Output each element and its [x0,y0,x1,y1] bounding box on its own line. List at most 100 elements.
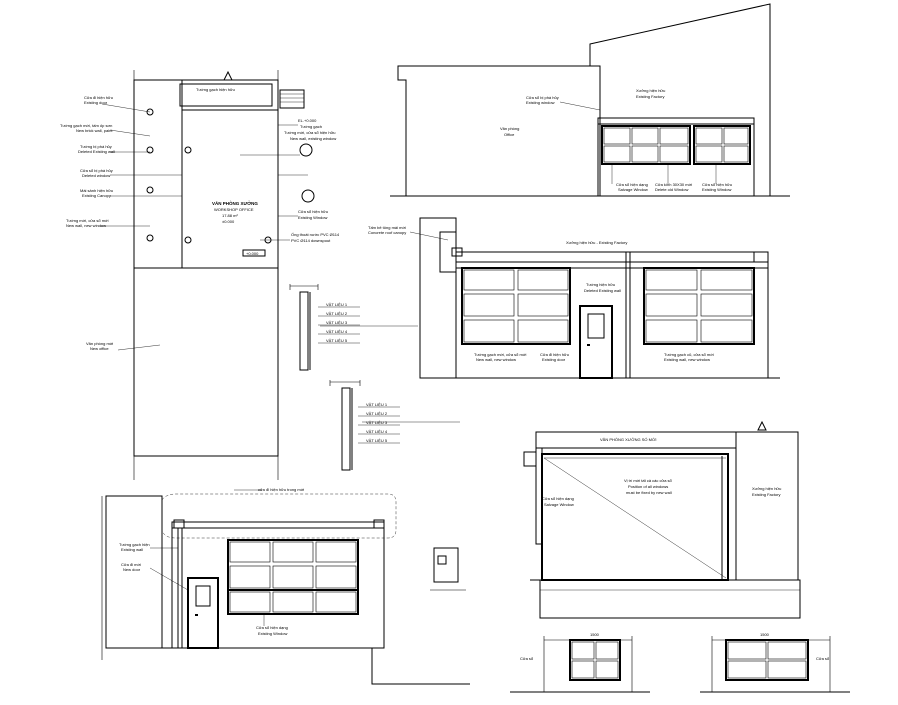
elev1-wall-label-en: Office [504,132,515,137]
detail-note: VẬT LIỆU 1 [326,302,348,307]
detail-note: VẬT LIỆU 2 [366,411,388,416]
elev4-center-note-2: Position of all windows [628,484,668,489]
elev1-window-left [601,125,691,165]
elev2-window-left [461,267,571,345]
elev4-right-wall [735,431,799,581]
plan-label: Existing Canopy [82,193,111,198]
elev1-wall-label: Văn phòng [500,126,519,131]
detail-note: VẬT LIỆU 4 [326,329,348,334]
elev3-bottom-note: Cửa sổ hiện dạng [256,625,288,630]
elevation-1: Văn phòng Office Cửa sổ bị phá hủy Exist… [390,3,790,197]
plan-top-slab [179,83,273,107]
detail2-notes: VẬT LIỆU 1 VẬT LIỆU 2 VẬT LIỆU 3 VẬT LIỆU 4… [358,402,400,444]
detail1-notes: VẬT LIỆU 1 VẬT LIỆU 2 VẬT LIỆU 3 VẬT LIỆU 4… [318,302,360,344]
elev2-window-right [643,267,755,345]
plan-label: New office [90,346,109,351]
elev1-note: Salvage Window [618,187,648,192]
plan-right-note: New wall, existing window [290,136,336,141]
plan-right-note: Tường mới, cửa sổ hiện hữu [284,130,336,135]
plan-lower-hatch [133,267,279,457]
plan-room-name: VĂN PHÒNG XƯỞNG [212,199,258,206]
plan-stair [279,89,305,109]
detail-note: VẬT LIỆU 5 [326,338,348,343]
elev1-factory-label-en: Existing Factory [636,94,664,99]
detail-note: VẬT LIỆU 4 [366,429,388,434]
detail1-section [299,291,309,371]
plan-label: Tường mới, cửa sổ mới [66,218,109,223]
elev4-top-note: VĂN PHÒNG XƯỞNG SỐ MỚI [600,437,657,442]
plan-label: Tường gạch mới, tấm ốp sơn [60,123,112,128]
plan-left-wall [133,79,183,269]
plan-label: Cửa đi hiện hữu [84,95,113,100]
plan-label: Deleted Existing wall [78,149,115,154]
window-detail-1: 1500 Cửa sổ [510,632,650,693]
elev2-note: Tường gạch cũ, cửa sổ mới [664,352,714,357]
elev4-center-note: Vị trí mới tất cả các cửa sổ [624,478,673,483]
elev3-top-note: cửa đi hiện hữu trong mới [258,487,304,492]
elevation-4: VĂN PHÒNG XƯỞNG SỐ MỚI Cửa sổ hiện dạng … [523,420,801,619]
elev3-canopy-outline [161,493,397,539]
elev2-note: Cửa đi hiện hữu [540,352,569,357]
plan-room [181,109,279,269]
elev3-left-wall [105,495,163,649]
detail-note: VẬT LIỆU 3 [366,420,388,425]
elev2-note: Existing door [542,357,566,362]
elev1-factory-block [589,3,771,197]
detail-note: VẬT LIỆU 5 [366,438,388,443]
elev2-door [579,305,613,379]
elev1-note: Cửa sổ hiện hữu [702,182,732,187]
elev1-note: Delete old Window [655,187,688,192]
elev3-small-detail [433,547,459,583]
plan-right-note: Ống thoát nước PVC Ø114 [291,232,340,237]
elev2-left-note: Tấm bê tông mái mới [368,225,406,230]
elevation-2: Tấm bê tông mái mới Concrete roof canopy… [368,217,780,379]
elev1-factory-label: Xưởng hiện hữu [636,88,665,93]
elev1-note: Existing Window [702,187,731,192]
plan-room-area: 17.88 m² [222,213,238,218]
detail-note: VẬT LIỆU 3 [326,320,348,325]
plan-label: Deleted window [82,173,110,178]
elev3-note: Tường gạch hiện [119,542,150,547]
elev2-door-note-en: Deleted Existing wall [584,288,621,293]
elev1-office-block [397,65,601,197]
plan-right-note: PVC Ø114 downspout [291,238,331,243]
plan-right-note: Existing Window [298,215,327,220]
window-detail-2-label: Cửa sổ [816,656,830,661]
elev4-left-note: Cửa sổ hiện dạng [542,496,574,501]
plan-label: Văn phòng mới [86,341,113,346]
detail-note: VẬT LIỆU 2 [326,311,348,316]
elev4-right-note: Xưởng hiện hữu [752,486,781,491]
elev2-top-note: Xưởng hiện hữu - Existing Factory [566,240,627,245]
plan-right-note: Cửa sổ hiện hữu [298,209,328,214]
elev4-center-note-3: must be fixed by new wall [626,490,672,495]
elev3-note: Existing wall [121,547,143,552]
elev3-note: Cửa đi mới [121,562,141,567]
elev4-base [530,579,801,619]
floor-plan: +0.000 Tường gạch hiện hữu VĂN PHÒNG XƯỞ… [60,70,340,480]
elev1-mid-note-en: Existing window [526,100,555,105]
plan-label: Mái sảnh hiện hữu [80,188,113,193]
plan-label: New wall, new window [66,223,106,228]
elev2-note: Existing wall, new window [664,357,710,362]
plan-north-marker [223,70,233,81]
elev1-mid-note: Cửa sổ bị phá hủy [526,95,559,100]
elevation-3: cửa đi hiện hữu trong mới Tường gạch hiệ… [101,487,470,685]
detail-2: VẬT LIỆU 1 VẬT LIỆU 2 VẬT LIỆU 3 VẬT LIỆU 4… [329,380,460,471]
elev2-left-wall [419,217,457,379]
elev3-note: New door [123,567,141,572]
window-detail-1-dim: 1500 [590,632,600,637]
plan-right-note: EL.+0.000 [298,118,317,123]
detail-note: VẬT LIỆU 1 [366,402,388,407]
elev2-note: Tường gạch mới, cửa sổ mới [474,352,526,357]
detail-1: VẬT LIỆU 1 VẬT LIỆU 2 VẬT LIỆU 3 VẬT LIỆU 4… [289,284,418,371]
plan-right-note: Tường gạch [300,124,322,129]
plan-tag-circle-2 [301,189,315,203]
plan-level-box [242,249,266,257]
window-detail-2-dim: 1500 [760,632,770,637]
plan-tag-circle-1 [299,143,313,157]
elev3-bottom-note-en: Existing Window [258,631,287,636]
detail2-section [341,387,351,471]
